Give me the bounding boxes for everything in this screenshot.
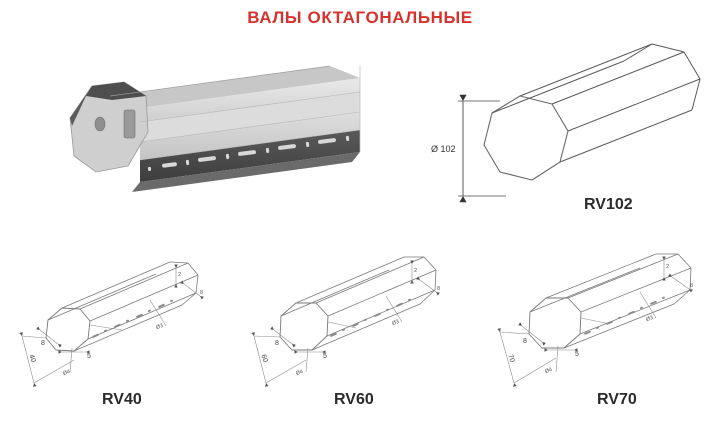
rv60-dim-edge-offset: 5 bbox=[323, 353, 327, 360]
rv60-dim-flat-width: 8 bbox=[275, 340, 279, 347]
model-label-rv102: RV102 bbox=[584, 196, 633, 213]
hero-end-face bbox=[69, 81, 149, 173]
rv40-dim-slot-length: 8 bbox=[200, 290, 204, 296]
figure-rv70 bbox=[497, 253, 693, 387]
rv70-dim-flat-width: 8 bbox=[523, 338, 527, 345]
model-label-rv40: RV40 bbox=[102, 391, 142, 408]
rv70-dim-edge-offset: 5 bbox=[575, 351, 579, 358]
rv70-octagon-face bbox=[528, 297, 582, 349]
rv60-dim-slot-pitch: 2 bbox=[414, 268, 418, 274]
hero-perforations bbox=[147, 135, 350, 171]
rv40-dim-edge-offset: 5 bbox=[87, 353, 91, 360]
rv102-dim-diameter: Ø 102 bbox=[431, 144, 456, 154]
rv70-dim-slot-pitch: 2 bbox=[666, 264, 670, 270]
page-title: ВАЛЫ ОКТАГОНАЛЬНЫЕ bbox=[247, 8, 473, 27]
model-label-rv60: RV60 bbox=[334, 391, 374, 408]
rv40-dim-flat-width: 8 bbox=[41, 340, 45, 347]
rv102-dimension-line bbox=[458, 94, 506, 203]
figure-rv102 bbox=[458, 43, 701, 203]
rv40-dim-slot-pitch: 2 bbox=[178, 272, 182, 278]
hero-render bbox=[69, 65, 361, 192]
rv70-dim-slot-length: 8 bbox=[690, 283, 694, 289]
rv60-octagon-face bbox=[279, 302, 329, 351]
rv102-octagon-face bbox=[483, 95, 569, 181]
rv40-octagon-face bbox=[45, 307, 91, 352]
end-face-round-hole bbox=[94, 116, 106, 132]
figure-rv60 bbox=[251, 256, 440, 387]
model-label-rv70: RV70 bbox=[597, 391, 637, 408]
end-face-slot bbox=[123, 109, 136, 139]
rv60-dim-slot-length: 8 bbox=[437, 286, 441, 292]
figure-rv40 bbox=[19, 261, 204, 387]
